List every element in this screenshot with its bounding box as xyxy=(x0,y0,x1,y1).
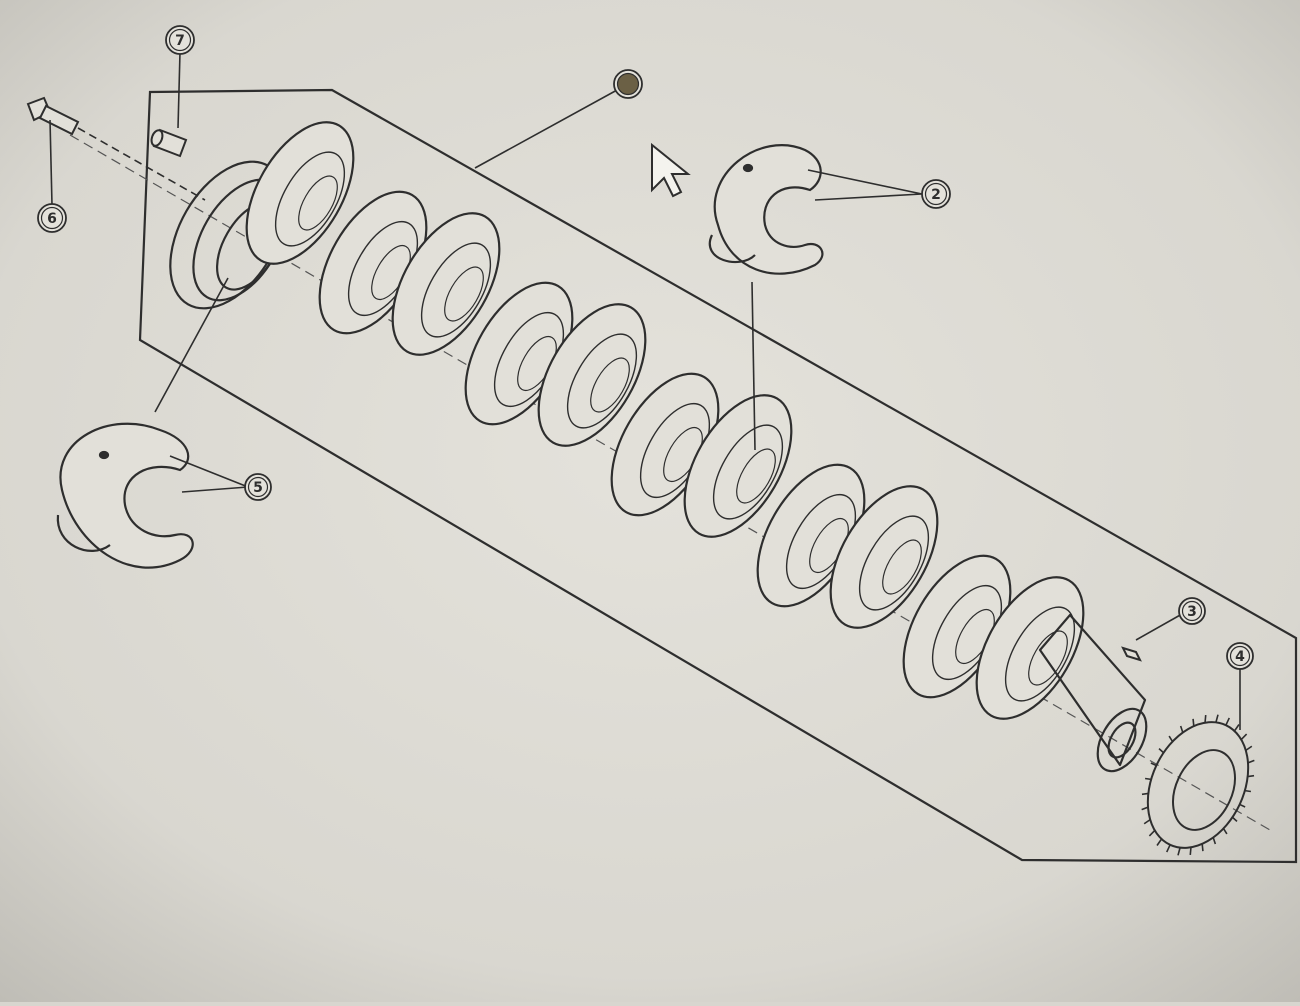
callout-4: 4 xyxy=(1226,642,1254,670)
gear-tooth xyxy=(1215,714,1219,723)
gear-tooth xyxy=(1204,714,1207,723)
callout-label: 6 xyxy=(47,211,57,227)
gear-tooth xyxy=(1239,803,1246,808)
crankshaft-snout xyxy=(1038,613,1148,773)
gear-tooth xyxy=(1143,818,1151,825)
gear-tooth xyxy=(1141,792,1149,796)
leader-line-3 xyxy=(1135,613,1183,641)
dowel-pin xyxy=(150,128,188,158)
gear-tooth xyxy=(1166,844,1171,853)
gear-tooth xyxy=(1177,847,1181,856)
crank-web xyxy=(829,485,939,629)
gear-tooth xyxy=(1231,816,1238,822)
leader-line-5b xyxy=(181,486,249,493)
bolt xyxy=(26,96,80,136)
gear-tooth xyxy=(1225,717,1230,726)
gear-tooth xyxy=(1168,735,1174,742)
bearing-oil-hole xyxy=(742,163,754,173)
callout-6: 6 xyxy=(37,203,67,233)
crankshaft-webs xyxy=(245,121,1085,720)
crank-web xyxy=(537,303,647,447)
gear-tooth xyxy=(1245,745,1253,752)
gear-tooth xyxy=(1222,828,1228,835)
callout-label: 2 xyxy=(931,187,941,203)
leader-line-5a xyxy=(169,455,249,488)
gear-teeth xyxy=(1141,714,1255,856)
bearing-shell-lower xyxy=(56,422,194,569)
callout-label: 3 xyxy=(1187,604,1197,620)
gear-tooth xyxy=(1212,837,1217,845)
callout-label: 4 xyxy=(1235,649,1245,665)
leader-line-5c xyxy=(154,277,229,413)
crankshaft xyxy=(69,121,1271,831)
crank-web xyxy=(245,121,355,265)
leader-line-2b xyxy=(814,193,923,201)
crank-web xyxy=(683,394,793,538)
bearing-oil-hole-lower xyxy=(98,450,110,460)
gear-tooth xyxy=(1141,806,1149,811)
leader-line-bolt-axis xyxy=(77,127,206,201)
gear-tooth xyxy=(1158,748,1165,754)
gear-tooth xyxy=(1247,759,1255,764)
leader-line-1 xyxy=(474,83,629,169)
callout-1 xyxy=(613,69,643,99)
gear-tooth xyxy=(1244,789,1252,793)
timing-gear xyxy=(1141,714,1255,856)
crank-web xyxy=(391,212,501,356)
callout-5: 5 xyxy=(244,473,272,501)
callout-label: 7 xyxy=(175,33,185,49)
bearing-shell-upper xyxy=(708,144,824,275)
woodruff-key xyxy=(1121,646,1142,662)
gear-tooth xyxy=(1144,777,1152,781)
gear-tooth xyxy=(1233,724,1240,732)
gear-tooth xyxy=(1179,725,1184,733)
callout-7: 7 xyxy=(165,25,195,55)
callout-label: 5 xyxy=(253,480,263,496)
gear-tooth xyxy=(1247,774,1255,778)
gear-tooth xyxy=(1156,838,1163,846)
gear-tooth xyxy=(1148,829,1156,837)
gear-tooth xyxy=(1192,718,1195,727)
mouse-pointer-icon xyxy=(651,142,691,198)
assembly-outline-frame xyxy=(138,88,1298,864)
callout-3: 3 xyxy=(1178,597,1206,625)
callout-markers: 2 3 4 5 6 7 xyxy=(37,25,1254,670)
gear-tooth xyxy=(1150,762,1157,767)
callout-2: 2 xyxy=(921,179,951,209)
leader-line-7 xyxy=(177,51,181,129)
gear-tooth xyxy=(1189,847,1192,856)
gear-tooth xyxy=(1240,733,1248,741)
crank-web xyxy=(975,576,1085,720)
leader-lines xyxy=(49,51,1241,730)
leader-line-2c xyxy=(751,281,756,451)
gear-tooth xyxy=(1201,843,1204,852)
leader-line-2a xyxy=(807,169,923,195)
leader-line-6 xyxy=(49,119,53,206)
